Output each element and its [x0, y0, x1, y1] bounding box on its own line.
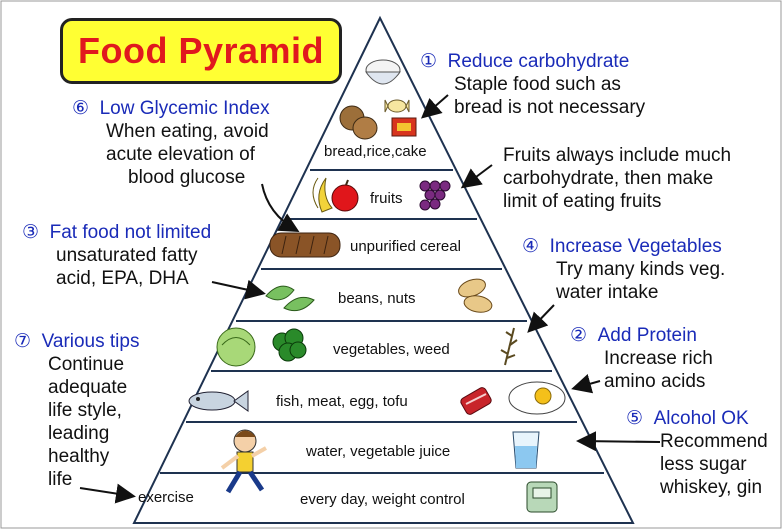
note-line: bread is not necessary: [420, 96, 645, 119]
note-number: ③: [22, 222, 39, 243]
level-label-fruits: fruits: [370, 190, 403, 207]
note-number: ④: [522, 236, 539, 257]
note-alcohol-ok: ⑤ Alcohol OK Recommend less sugar whiske…: [626, 407, 768, 499]
note-line: limit of eating fruits: [503, 190, 731, 213]
level-label-exercise: exercise: [138, 489, 194, 506]
note-line: unsaturated fatty: [22, 244, 211, 267]
note-line: Continue: [14, 353, 139, 376]
note-line: healthy: [14, 445, 139, 468]
note-line: whiskey, gin: [626, 476, 768, 499]
arrow-to-grapes: [464, 165, 492, 186]
note-line: adequate: [14, 376, 139, 399]
note-line: Recommend: [626, 430, 768, 453]
note-line: blood glucose: [72, 166, 270, 189]
note-heading: Various tips: [42, 331, 140, 352]
level-label-cereal: unpurified cereal: [350, 238, 461, 255]
note-number: ⑥: [72, 98, 89, 119]
note-low-glycemic-index: ⑥ Low Glycemic Index When eating, avoid …: [72, 97, 270, 189]
note-line: life style,: [14, 399, 139, 422]
glass-of-water-icon: [513, 432, 539, 468]
level-label-bread: bread,rice,cake: [324, 143, 427, 160]
level-label-water: water, vegetable juice: [306, 443, 450, 460]
note-heading: Low Glycemic Index: [100, 98, 270, 119]
note-various-tips: ⑦ Various tips Continue adequate life st…: [14, 330, 139, 491]
note-line: acute elevation of: [72, 143, 270, 166]
scale-icon: [527, 482, 557, 512]
note-add-protein: ② Add Protein Increase rich amino acids: [570, 324, 713, 393]
note-line: amino acids: [570, 370, 713, 393]
level-label-vegetables: vegetables, weed: [333, 341, 450, 358]
note-line: water intake: [522, 281, 725, 304]
note-number: ⑦: [14, 331, 31, 352]
note-number: ②: [570, 325, 587, 346]
note-heading: Reduce carbohydrate: [448, 51, 630, 72]
bread-loaf-icon: [270, 233, 340, 257]
note-heading: Increase Vegetables: [550, 236, 722, 257]
note-line: Staple food such as: [420, 73, 645, 96]
note-line: leading: [14, 422, 139, 445]
arrow-to-seaweed: [530, 305, 554, 330]
note-line: Fruits always include much: [503, 144, 731, 167]
level-label-fish: fish, meat, egg, tofu: [276, 393, 408, 410]
note-heading: Add Protein: [598, 325, 697, 346]
cabbage-icon: [217, 328, 255, 366]
note-number: ⑤: [626, 408, 643, 429]
title-banner: Food Pyramid: [60, 18, 342, 84]
level-label-beans: beans, nuts: [338, 290, 416, 307]
note-line: Try many kinds veg.: [522, 258, 725, 281]
note-heading: Fat food not limited: [50, 222, 212, 243]
fried-egg-icon: [509, 382, 565, 414]
note-line: acid, EPA, DHA: [22, 267, 211, 290]
note-fruits: Fruits always include much carbohydrate,…: [503, 144, 731, 213]
page-title: Food Pyramid: [78, 30, 324, 72]
note-line: When eating, avoid: [72, 120, 270, 143]
note-line: life: [14, 468, 139, 491]
cake-icon: [392, 118, 416, 136]
note-increase-vegetables: ④ Increase Vegetables Try many kinds veg…: [522, 235, 725, 304]
level-label-daily: every day, weight control: [300, 491, 465, 508]
note-reduce-carbohydrate: ① Reduce carbohydrate Staple food such a…: [420, 50, 645, 119]
note-line: Increase rich: [570, 347, 713, 370]
note-heading: Alcohol OK: [654, 408, 749, 429]
note-fat-food: ③ Fat food not limited unsaturated fatty…: [22, 221, 211, 290]
note-line: carbohydrate, then make: [503, 167, 731, 190]
note-number: ①: [420, 51, 437, 72]
note-line: less sugar: [626, 453, 768, 476]
